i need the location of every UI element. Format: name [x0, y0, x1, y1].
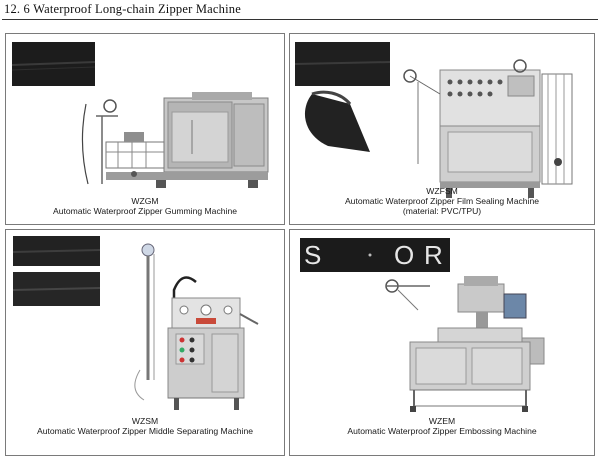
model-code: WZFSM	[426, 186, 458, 196]
model-code: WZSM	[131, 416, 159, 426]
section-heading: 12. 6 Waterproof Long-chain Zipper Machi…	[4, 2, 241, 16]
caption-wzfsm: WZFSM Automatic Waterproof Zipper Film S…	[290, 186, 594, 216]
emboss-letter: O	[394, 240, 414, 270]
middle-separating-machine-illustration	[12, 236, 259, 410]
machine-card-wzfsm: WZFSM Automatic Waterproof Zipper Film S…	[289, 33, 595, 225]
machine-name: Automatic Waterproof Zipper Film Sealing…	[344, 196, 540, 206]
machine-card-wzgm: WZGM Automatic Waterproof Zipper Gumming…	[5, 33, 285, 225]
caption-wzgm: WZGM Automatic Waterproof Zipper Gumming…	[6, 196, 284, 216]
machine-name: Automatic Waterproof Zipper Gumming Mach…	[52, 206, 238, 216]
film-sealing-machine-illustration	[294, 42, 573, 198]
emboss-letter: R	[424, 240, 443, 270]
caption-wzsm: WZSM Automatic Waterproof Zipper Middle …	[6, 416, 284, 436]
machine-name: Automatic Waterproof Zipper Embossing Ma…	[347, 426, 537, 436]
material-note: (material: PVC/TPU)	[402, 206, 482, 216]
heading-rule	[2, 19, 598, 20]
embossing-machine-illustration: S O R	[300, 238, 545, 412]
gumming-machine-illustration	[11, 42, 269, 188]
model-code: WZGM	[131, 196, 159, 206]
machine-card-wzem: S O R WZEM Automatic Waterproof Zipper E…	[289, 229, 595, 456]
emboss-sample-strip	[300, 238, 450, 272]
model-code: WZEM	[428, 416, 456, 426]
machine-name: Automatic Waterproof Zipper Middle Separ…	[36, 426, 254, 436]
caption-wzem: WZEM Automatic Waterproof Zipper Embossi…	[290, 416, 594, 436]
machine-card-wzsm: WZSM Automatic Waterproof Zipper Middle …	[5, 229, 285, 456]
emboss-letter: S	[304, 240, 321, 270]
